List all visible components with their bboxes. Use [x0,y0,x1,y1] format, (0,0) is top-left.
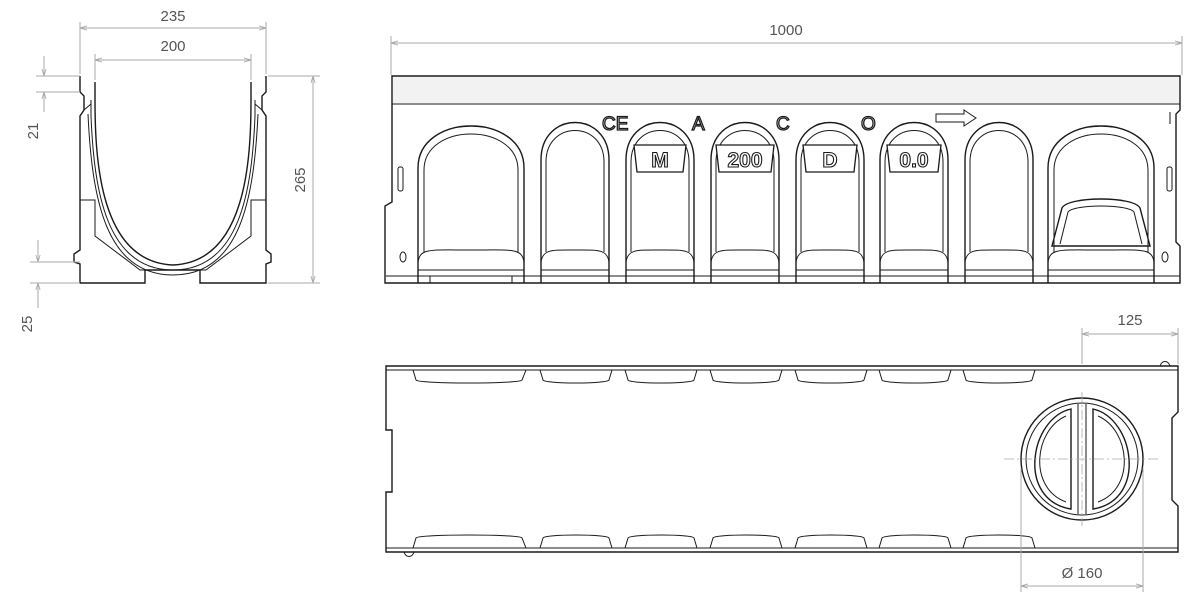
channel-inner-profile [94,82,252,266]
side-view-outline [384,75,1181,284]
flow-arrow-icon [935,109,977,127]
plan-top-ribs [412,369,1036,384]
marking-m: M [651,149,669,172]
symbol-c: C [776,114,790,135]
dim-lip-height: 21 [25,123,42,140]
dim-total-height: 265 [292,167,309,192]
ce-mark: CE [602,114,628,135]
plan-view: 125 Ø 160 [385,312,1179,592]
cross-section-view: 235 200 21 25 265 [19,8,320,332]
dim-base-thickness: 25 [19,316,36,333]
dim-outlet-diameter: Ø 160 [1062,565,1103,582]
marking-d: D [822,149,837,172]
side-elevation-view: 1000 [384,22,1183,284]
plan-bottom-ribs [412,534,1036,549]
marking-labels: M 200 D 0.0 [633,144,942,173]
plan-view-outline [385,365,1179,553]
marking-slope: 0.0 [899,149,928,172]
cross-section-outline [73,76,272,284]
outlet-knockout [1004,392,1160,526]
marking-load-class: 200 [727,149,762,172]
symbol-a: A [692,114,705,135]
side-ribs [417,122,1155,283]
symbol-o: O [861,114,876,135]
dim-length: 1000 [769,22,802,39]
dim-outlet-offset: 125 [1117,312,1142,329]
dim-outer-width: 235 [160,8,185,25]
dim-inner-width: 200 [160,38,185,55]
